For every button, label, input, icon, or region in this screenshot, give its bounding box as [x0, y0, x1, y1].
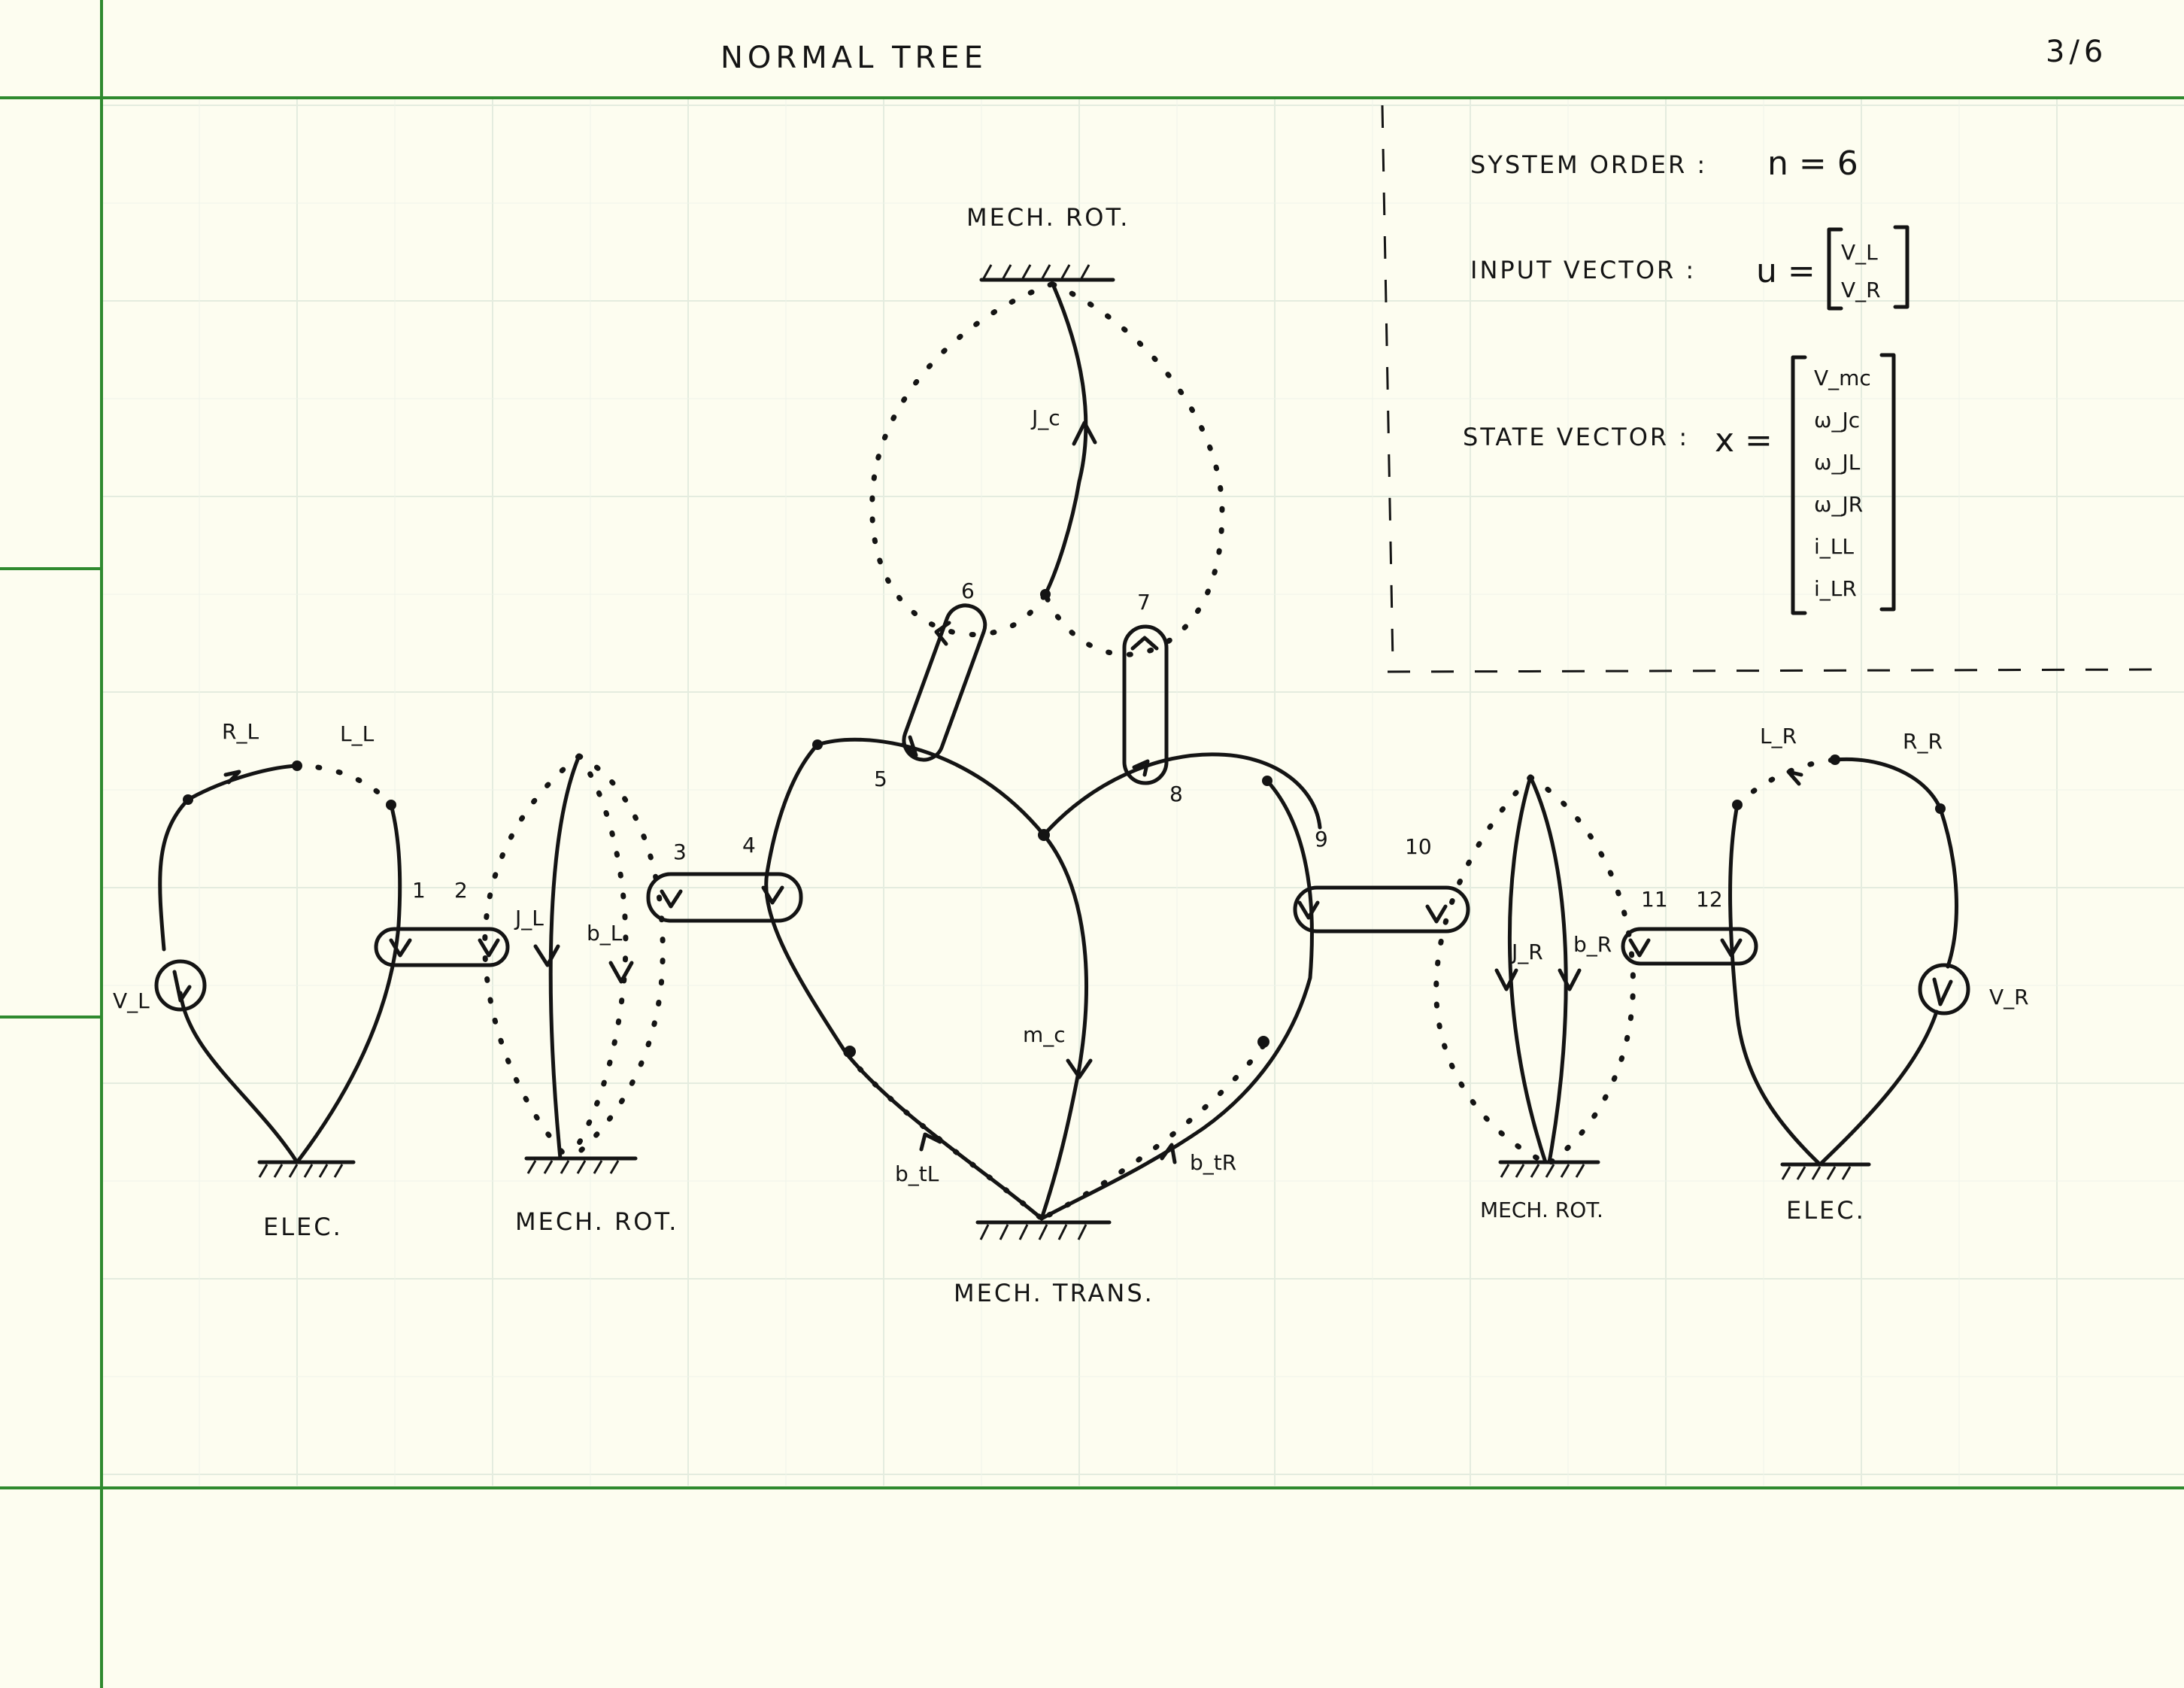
- label-elec-right: ELEC.: [1786, 1196, 1866, 1225]
- state-entry-3: ω_JL: [1814, 450, 1861, 475]
- port-3: 3: [673, 839, 687, 864]
- label-rl: R_L: [222, 719, 259, 744]
- system-order-label: SYSTEM ORDER :: [1470, 150, 1707, 179]
- port-12: 12: [1696, 887, 1723, 912]
- label-btl: b_tL: [895, 1161, 939, 1186]
- ground-symbols: [257, 264, 1871, 1240]
- label-jc: J_c: [1030, 405, 1060, 430]
- input-entry-vr: V_R: [1841, 278, 1881, 302]
- label-ll: L_L: [340, 721, 375, 746]
- label-vr: V_R: [1989, 985, 2029, 1009]
- port-8: 8: [1169, 782, 1183, 806]
- port-6: 6: [961, 578, 975, 603]
- port-7: 7: [1137, 590, 1151, 615]
- port-4: 4: [742, 833, 756, 858]
- port-9: 9: [1315, 827, 1328, 852]
- label-rr: R_R: [1903, 729, 1943, 754]
- label-elec-left: ELEC.: [263, 1213, 343, 1241]
- port-11: 11: [1641, 887, 1668, 912]
- elec-left-graph: R_L L_L V_L ELEC.: [113, 719, 402, 1241]
- transducer-1-2: 1 2: [374, 878, 510, 967]
- input-vector-label: INPUT VECTOR :: [1470, 256, 1696, 284]
- summary-panel: SYSTEM ORDER : n = 6 INPUT VECTOR : u = …: [1463, 144, 1909, 615]
- transducer-5-6: [900, 603, 987, 762]
- label-rot-left: MECH. ROT.: [515, 1207, 678, 1236]
- page-number: 3/6: [2046, 35, 2107, 69]
- transducer-3-4: 3 4: [646, 833, 803, 923]
- state-bracket-right: [1879, 353, 1896, 612]
- input-entry-vl: V_L: [1841, 240, 1878, 265]
- label-rot-top: MECH. ROT.: [966, 203, 1130, 232]
- trans-center-graph: m_c b_tL b_tR MECH. TRANS. 5 8: [764, 737, 1322, 1307]
- port-1: 1: [412, 878, 426, 903]
- elec-right-graph: L_R R_R V_R ELEC.: [1728, 724, 2029, 1225]
- input-vector-symbol: u =: [1756, 252, 1815, 290]
- label-rot-right: MECH. ROT.: [1480, 1198, 1603, 1222]
- grid: [102, 98, 2184, 1486]
- transducer-7-8: [1122, 624, 1169, 785]
- label-bl: b_L: [587, 921, 623, 946]
- port-5: 5: [874, 767, 887, 791]
- rot-left-graph: J_L b_L MECH. ROT.: [482, 753, 678, 1236]
- label-br: b_R: [1573, 932, 1612, 957]
- page-title: NORMAL TREE: [720, 41, 987, 75]
- state-vector-label: STATE VECTOR :: [1463, 423, 1689, 451]
- port-10: 10: [1405, 834, 1432, 859]
- summary-divider-vertical: [1381, 105, 1394, 663]
- label-jl: J_L: [514, 906, 544, 931]
- label-btr: b_tR: [1190, 1150, 1236, 1175]
- label-mc: m_c: [1023, 1022, 1066, 1047]
- label-trans-center: MECH. TRANS.: [954, 1279, 1154, 1307]
- grid-fine: [102, 98, 2184, 1486]
- state-entry-2: ω_Jc: [1814, 408, 1860, 433]
- state-entry-4: ω_JR: [1814, 492, 1863, 517]
- state-entry-1: V_mc: [1814, 366, 1871, 390]
- state-entry-6: i_LR: [1814, 576, 1857, 601]
- label-jr: J_R: [1510, 940, 1543, 964]
- rot-right-graph: J_R b_R MECH. ROT.: [1433, 774, 1636, 1222]
- rot-top-graph: J_c MECH. ROT. 6 7: [869, 203, 1225, 657]
- state-vector-symbol: x =: [1715, 421, 1773, 460]
- state-entry-5: i_LL: [1814, 534, 1854, 559]
- summary-divider-horizontal: [1387, 668, 2167, 673]
- input-bracket-right: [1893, 225, 1909, 309]
- state-bracket-left: [1791, 355, 1807, 615]
- system-order-value: n = 6: [1767, 144, 1858, 183]
- transducer-11-12: 11 12: [1621, 887, 1758, 966]
- input-bracket-left: [1827, 227, 1843, 311]
- port-2: 2: [454, 878, 468, 903]
- label-vl: V_L: [113, 988, 150, 1013]
- transducer-9-10: 9 10: [1293, 827, 1470, 934]
- label-lr: L_R: [1760, 724, 1797, 748]
